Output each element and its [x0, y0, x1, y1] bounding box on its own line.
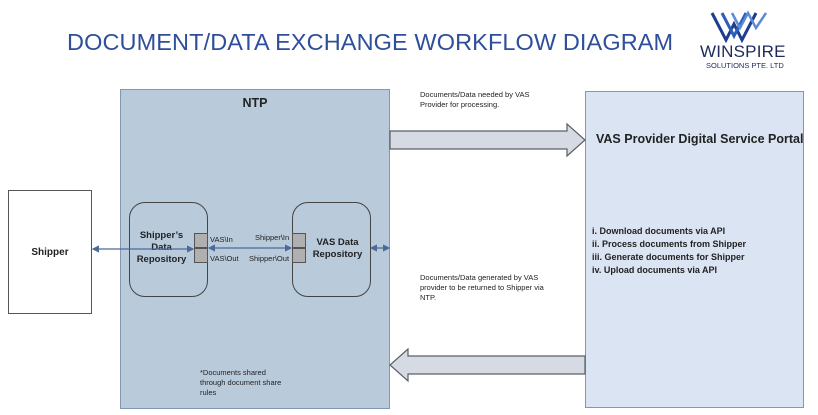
- repo-label-line: Repository: [312, 249, 363, 260]
- note-line: *Documents shared: [200, 368, 266, 377]
- repo-label-line: Repository: [136, 254, 187, 265]
- note-documents-generated: Documents/Data generated by VAS provider…: [420, 273, 544, 303]
- note-line: Documents/Data needed by VAS: [420, 90, 530, 99]
- vas-in-label: VAS\In: [210, 235, 233, 244]
- shipper-in-label: Shipper\In: [255, 233, 290, 242]
- vas-in-port: [194, 233, 208, 248]
- vas-step: iii. Generate documents for Shipper: [592, 252, 745, 262]
- logo-name: WINSPIRE: [700, 42, 786, 61]
- left-block-arrow: [389, 347, 586, 383]
- winspire-logo: WINSPIRE SOLUTIONS PTE. LTD: [700, 10, 818, 72]
- note-line: Documents/Data generated by VAS: [420, 273, 539, 282]
- logo-subtitle: SOLUTIONS PTE. LTD: [706, 61, 784, 70]
- right-block-arrow: [389, 122, 586, 158]
- vas-out-label: VAS\Out: [210, 254, 239, 263]
- vas-portal-title: VAS Provider Digital Service Portal: [596, 132, 804, 146]
- note-line: NTP.: [420, 293, 437, 302]
- vas-portal-steps: i. Download documents via API ii. Proces…: [592, 225, 746, 277]
- note-line: provider to be returned to Shipper via: [420, 283, 544, 292]
- shipper-label: Shipper: [31, 246, 69, 258]
- ntp-label: NTP: [242, 96, 268, 110]
- note-line: rules: [200, 388, 217, 397]
- vas-step: i. Download documents via API: [592, 226, 726, 236]
- vas-out-port: [194, 248, 208, 263]
- repo-label-line: VAS Data: [316, 237, 359, 248]
- note-document-share: *Documents shared through document share…: [200, 368, 281, 398]
- note-line: through document share: [200, 378, 282, 387]
- note-documents-needed: Documents/Data needed by VAS Provider fo…: [420, 90, 530, 110]
- vas-portal-box: VAS Provider Digital Service Portal i. D…: [585, 91, 804, 408]
- shipper-out-label: Shipper\Out: [249, 254, 290, 263]
- diagram-title: DOCUMENT/DATA EXCHANGE WORKFLOW DIAGRAM: [67, 29, 674, 55]
- winspire-logo-mark-icon: [710, 10, 768, 44]
- repo-label-line: Shipper’s: [139, 230, 184, 241]
- shipper-box: Shipper: [8, 190, 92, 314]
- vas-step: iv. Upload documents via API: [592, 265, 718, 275]
- shipper-out-port: [292, 248, 306, 263]
- note-line: Provider for processing.: [420, 100, 500, 109]
- shipper-in-port: [292, 233, 306, 248]
- vas-data-repository: VAS Data Repository: [292, 202, 371, 297]
- vas-step: ii. Process documents from Shipper: [592, 239, 747, 249]
